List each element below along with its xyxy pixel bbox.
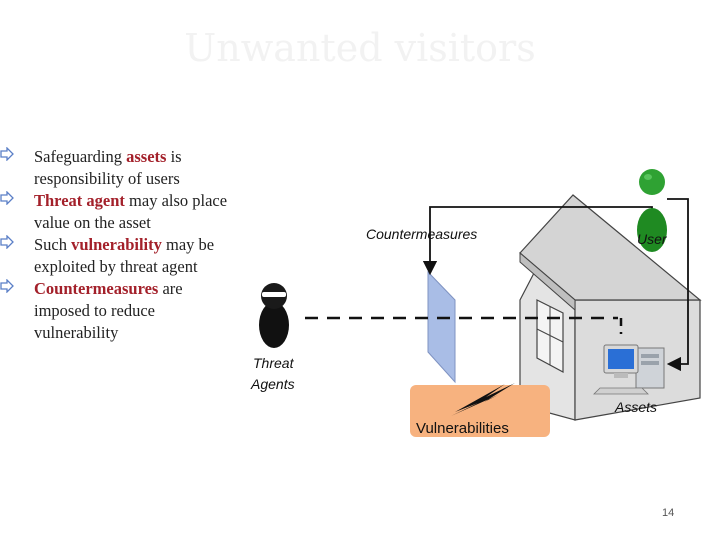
slide-title: Unwanted visitors	[184, 26, 536, 70]
bullet-keyword: Countermeasures	[34, 279, 159, 298]
threat-agent-figure-icon	[259, 283, 289, 348]
bullet-item: Countermeasures are imposed to reduce vu…	[0, 278, 240, 344]
bullet-keyword: assets	[126, 147, 167, 166]
bullet-keyword: vulnerability	[71, 235, 162, 254]
lightning-bolt-icon	[451, 383, 515, 416]
arrow-bullet-icon	[0, 279, 14, 293]
page-number: 14	[662, 507, 675, 519]
arrow-bullet-icon	[0, 235, 14, 249]
computer-asset-icon	[593, 344, 665, 395]
assets-label: Assets	[614, 399, 657, 415]
bullet-keyword: Threat agent	[34, 191, 125, 210]
user-to-asset-arrow	[666, 198, 689, 372]
vulnerabilities-label: Vulnerabilities	[416, 420, 509, 437]
vulnerabilities-box	[410, 385, 550, 437]
arrow-bullet-icon	[0, 191, 14, 205]
bullet-list: Safeguarding assets is responsibility of…	[0, 146, 240, 344]
bullet-text-post: are imposed to reduce vulnerability	[34, 279, 183, 342]
arrow-bullet-icon	[0, 147, 14, 161]
bullet-text-post: may also place value on the asset	[34, 191, 228, 232]
bullet-item: Safeguarding assets is responsibility of…	[0, 146, 240, 190]
bullet-text-pre: Such	[34, 235, 72, 254]
threat-agents-label-line1: Threat	[253, 355, 295, 371]
countermeasures-label: Countermeasures	[366, 226, 477, 242]
user-label: User	[637, 231, 668, 247]
bullet-text-pre: Safeguarding	[34, 147, 127, 166]
threat-agents-label-line2: Agents	[250, 376, 295, 392]
countermeasure-shield	[427, 270, 456, 384]
bullet-text-post: is responsibility of users	[34, 147, 182, 188]
window-frame	[536, 328, 564, 343]
bullet-text-post: may be exploited by threat agent	[34, 235, 215, 276]
bullet-item: Threat agent may also place value on the…	[0, 190, 240, 234]
house-roof-edge	[519, 251, 576, 312]
bullet-item: Such vulnerability may be exploited by t…	[0, 234, 240, 278]
user-figure-icon	[637, 169, 667, 252]
